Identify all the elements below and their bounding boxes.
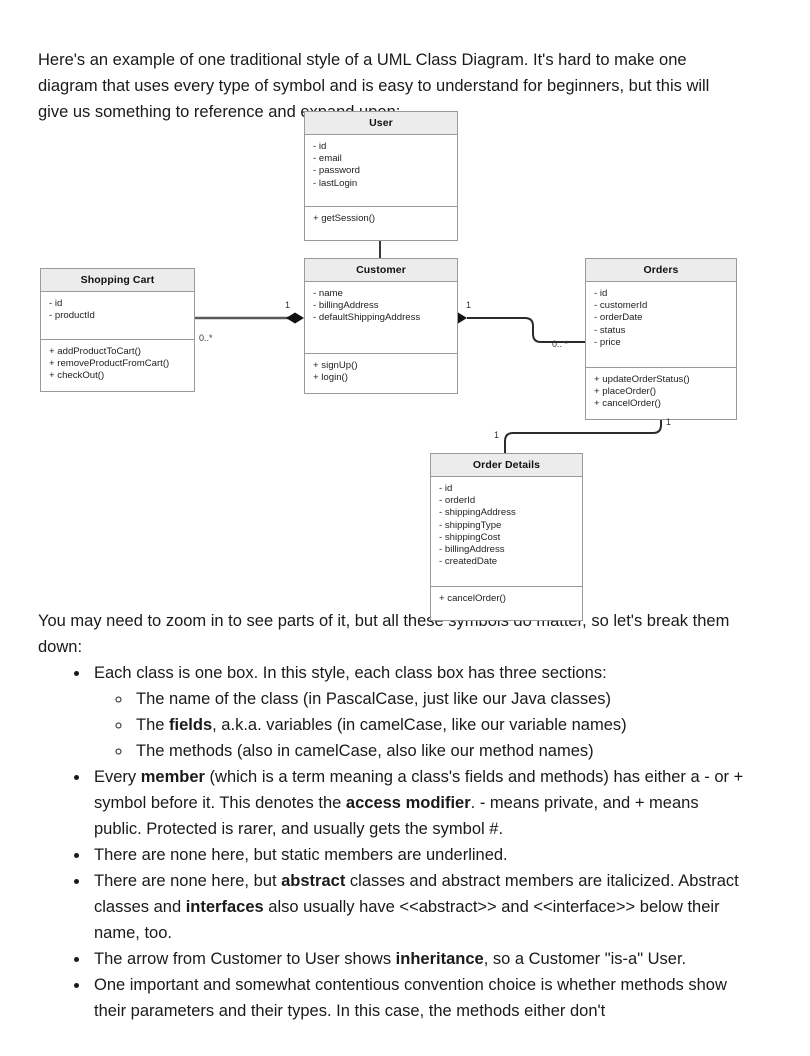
bullet-parameters: One important and somewhat contentious c… [90, 972, 748, 1024]
bullet-fields: The fields, a.k.a. variables (in camelCa… [132, 712, 748, 738]
uml-field: - shippingAddress [439, 507, 516, 519]
uml-fields-customer: - name - billingAddress - defaultShippin… [305, 282, 457, 354]
bullet-inheritance-post: , so a Customer "is-a" User. [483, 950, 687, 968]
uml-field: - shippingType [439, 519, 502, 531]
uml-class-user: User - id - email - password - lastLogin… [304, 111, 458, 241]
lead-paragraph: You may need to zoom in to see parts of … [38, 612, 730, 656]
bullet-fields-pre: The [136, 716, 170, 734]
uml-field: - name [313, 288, 343, 299]
bullet-list-level1: Each class is one box. In this style, ea… [38, 660, 748, 1024]
bullet-member-bold2: access modifier [345, 794, 471, 812]
uml-method: + cancelOrder() [594, 398, 661, 410]
multiplicity-cart-source: 0..* [199, 333, 213, 343]
multiplicity-details-source: 1 [494, 430, 500, 440]
bullet-inheritance-pre: The arrow from Customer to User shows [94, 950, 396, 968]
connector-customer-orders [467, 317, 585, 343]
uml-field: - customerId [594, 300, 648, 312]
bullet-inheritance: The arrow from Customer to User shows in… [90, 946, 748, 972]
uml-class-customer: Customer - name - billingAddress - defau… [304, 258, 458, 394]
bullet-fields-post: , a.k.a. variables (in camelCase, like o… [212, 716, 627, 734]
uml-class-title-customer: Customer [305, 259, 457, 282]
uml-method: + updateOrderStatus() [594, 374, 690, 385]
bullet-class-box: Each class is one box. In this style, ea… [90, 660, 748, 764]
bullet-methods: The methods (also in camelCase, also lik… [132, 738, 748, 764]
uml-field: - status [594, 324, 626, 336]
uml-methods-customer: + signUp() + login() [305, 354, 457, 393]
uml-method: + addProductToCart() [49, 346, 141, 357]
uml-field: - id [594, 288, 608, 299]
uml-class-title-user: User [305, 112, 457, 135]
uml-fields-shopping-cart: - id - productId [41, 292, 194, 340]
composition-diamond-icon-cart [286, 312, 304, 324]
uml-class-orders: Orders - id - customerId - orderDate - s… [585, 258, 737, 420]
uml-field: - billingAddress [439, 544, 505, 556]
uml-field: - createdDate [439, 556, 498, 568]
uml-methods-orders: + updateOrderStatus() + placeOrder() + c… [586, 368, 736, 419]
bullet-abstract-bold2: interfaces [185, 898, 264, 916]
uml-method: + removeProductFromCart() [49, 358, 170, 370]
uml-field: - shippingCost [439, 531, 501, 543]
bullet-member-pre: Every [94, 768, 141, 786]
bullet-static-text: There are none here, but static members … [94, 846, 508, 864]
bullet-list-level2: The name of the class (in PascalCase, ju… [94, 686, 748, 764]
bullet-member-mid: (which is a term meaning a class's field… [94, 768, 744, 812]
bullet-abstract-mid: classes and abstract members are italici… [94, 872, 739, 916]
multiplicity-orders-target: 0.. * [552, 339, 569, 349]
multiplicity-cart-target: 1 [285, 300, 291, 310]
bullet-static: There are none here, but static members … [90, 842, 748, 868]
uml-fields-order-details: - id - orderId - shippingAddress - shipp… [431, 477, 582, 587]
bullet-inheritance-bold: inheritance [395, 950, 484, 968]
uml-class-title-shopping-cart: Shopping Cart [41, 269, 194, 292]
uml-field: - orderId [439, 495, 476, 507]
explanation-body: You may need to zoom in to see parts of … [38, 608, 748, 1024]
bullet-parameters-text: One important and somewhat contentious c… [94, 976, 727, 1020]
uml-field: - password [313, 165, 360, 177]
uml-class-title-order-details: Order Details [431, 454, 582, 477]
bullet-abstract-bold1: abstract [281, 872, 346, 890]
bullet-abstract: There are none here, but abstract classe… [90, 868, 748, 946]
uml-method: + login() [313, 372, 348, 384]
bullet-class-box-text: Each class is one box. In this style, ea… [94, 664, 607, 682]
uml-methods-order-details: + cancelOrder() [431, 587, 582, 620]
uml-field: - orderDate [594, 312, 643, 324]
bullet-methods-text: The methods (also in camelCase, also lik… [136, 742, 594, 760]
uml-class-shopping-cart: Shopping Cart - id - productId + addProd… [40, 268, 195, 392]
uml-method: + placeOrder() [594, 386, 657, 398]
connector-orders-orderdetails [504, 418, 662, 453]
uml-field: - billingAddress [313, 300, 379, 312]
uml-class-title-orders: Orders [586, 259, 736, 282]
bullet-class-name-text: The name of the class (in PascalCase, ju… [136, 690, 612, 708]
bullet-abstract-post: also usually have <<abstract>> and <<int… [94, 898, 720, 942]
bullet-fields-bold: fields [169, 716, 213, 734]
multiplicity-orders-source: 1 [466, 300, 472, 310]
uml-method: + signUp() [313, 360, 358, 371]
uml-class-diagram: 0..* 1 1 0.. * 1 1 User - id - email - p… [0, 105, 810, 621]
intro-paragraph: Here's an example of one traditional sty… [38, 50, 710, 121]
uml-field: - lastLogin [313, 177, 358, 189]
bullet-member-bold1: member [140, 768, 205, 786]
uml-method: + getSession() [313, 213, 376, 224]
bullet-abstract-pre: There are none here, but [94, 872, 282, 890]
uml-fields-orders: - id - customerId - orderDate - status -… [586, 282, 736, 368]
bullet-member-post: . - means private, and + means public. P… [94, 794, 699, 838]
uml-field: - price [594, 336, 621, 348]
uml-field: - id [313, 141, 327, 152]
uml-method: + checkOut() [49, 370, 105, 382]
uml-methods-shopping-cart: + addProductToCart() + removeProductFrom… [41, 340, 194, 391]
uml-field: - productId [49, 310, 95, 322]
bullet-class-name: The name of the class (in PascalCase, ju… [132, 686, 748, 712]
uml-field: - id [49, 298, 63, 309]
multiplicity-details-target: 1 [666, 417, 672, 427]
uml-field: - id [439, 483, 453, 494]
bullet-member-access: Every member (which is a term meaning a … [90, 764, 748, 842]
uml-fields-user: - id - email - password - lastLogin [305, 135, 457, 207]
uml-field: - email [313, 153, 342, 165]
uml-methods-user: + getSession() [305, 207, 457, 240]
uml-method: + cancelOrder() [439, 593, 506, 604]
uml-class-order-details: Order Details - id - orderId - shippingA… [430, 453, 583, 621]
uml-field: - defaultShippingAddress [313, 312, 421, 324]
